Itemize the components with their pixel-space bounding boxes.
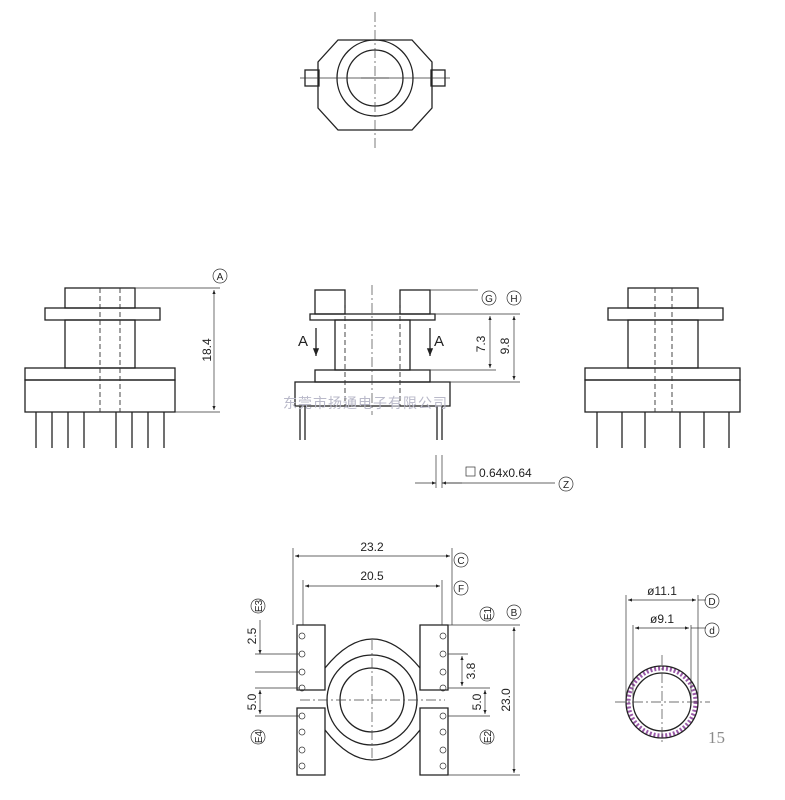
callout-e3: E3 xyxy=(250,598,266,614)
core-view xyxy=(615,595,710,745)
callout-f: F xyxy=(453,580,469,596)
bottom-view xyxy=(255,548,520,776)
svg-text:d: d xyxy=(709,626,715,637)
callout-g: G xyxy=(481,290,497,306)
dim-23-2: 23.2 xyxy=(360,540,384,554)
svg-text:E4: E4 xyxy=(254,730,265,743)
dim-9-8: 9.8 xyxy=(498,337,512,354)
dim-d9-1: ø9.1 xyxy=(650,612,674,626)
callout-c: C xyxy=(453,552,469,568)
section-label-right: A xyxy=(434,333,444,350)
front-view xyxy=(294,285,520,440)
dim-7-3: 7.3 xyxy=(474,335,488,352)
dim-20-5: 20.5 xyxy=(360,569,384,583)
watermark: 东莞市扬通电子有限公司 xyxy=(283,395,448,412)
section-label-left: A xyxy=(298,333,308,350)
callout-d-lower: d xyxy=(704,622,720,638)
callout-e2: E2 xyxy=(479,729,495,745)
svg-text:E3: E3 xyxy=(254,599,265,612)
callout-e1: E1 xyxy=(479,606,495,622)
svg-text:D: D xyxy=(708,597,715,608)
callout-z: Z xyxy=(563,480,569,491)
svg-text:E2: E2 xyxy=(483,730,494,743)
dim-23-0: 23.0 xyxy=(499,688,513,712)
right-side-view xyxy=(584,287,741,448)
svg-text:B: B xyxy=(511,608,518,619)
callout-b: B xyxy=(506,604,522,620)
callout-d-upper: D xyxy=(704,593,720,609)
left-side-view xyxy=(24,287,220,448)
dim-18-4: 18.4 xyxy=(200,338,214,362)
top-view xyxy=(300,12,450,150)
pin-size-label: 0.64x0.64 xyxy=(479,466,532,480)
svg-text:C: C xyxy=(457,556,464,567)
dim-d11-1: ø11.1 xyxy=(647,584,677,598)
dim-5-0-right: 5.0 xyxy=(470,693,484,710)
callout-h: H xyxy=(506,290,522,306)
dim-2-5: 2.5 xyxy=(245,627,259,644)
dim-5-0-left: 5.0 xyxy=(245,693,259,710)
callout-a: A xyxy=(212,268,228,284)
svg-text:F: F xyxy=(458,584,464,595)
svg-text:H: H xyxy=(510,294,517,305)
page-number: 15 xyxy=(708,728,725,747)
pin-size-detail xyxy=(415,455,574,492)
callout-e4: E4 xyxy=(250,729,266,745)
svg-text:E1: E1 xyxy=(483,607,494,620)
svg-text:G: G xyxy=(485,294,493,305)
svg-text:A: A xyxy=(217,272,224,283)
dim-3-8: 3.8 xyxy=(464,662,478,679)
